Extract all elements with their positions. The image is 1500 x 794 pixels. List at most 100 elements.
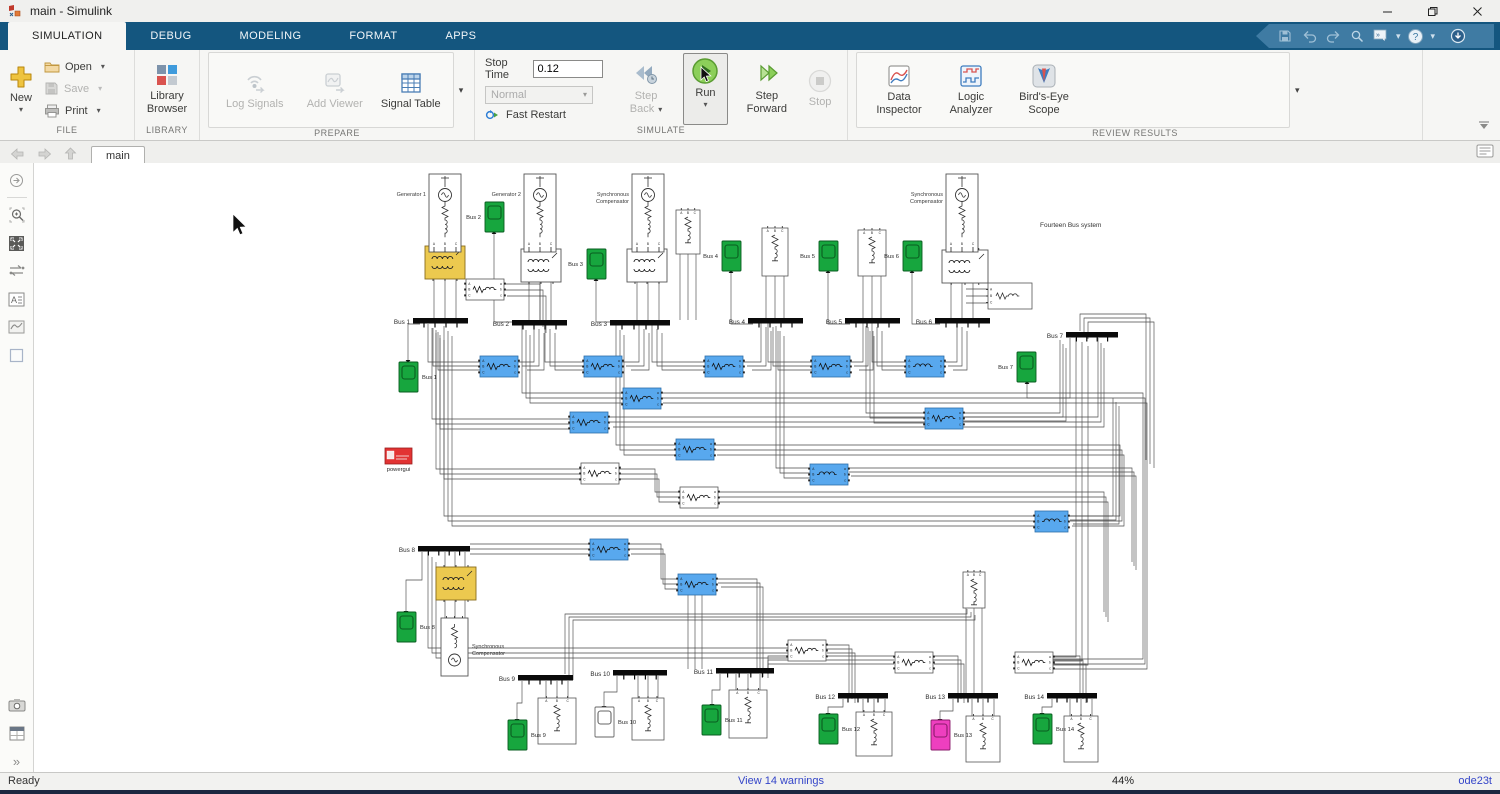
scope-wire[interactable] [827,273,850,325]
nav-up-icon[interactable] [64,147,77,160]
signal-wire[interactable] [824,648,853,699]
expand-sidebar-icon[interactable]: » [12,753,21,769]
signal-wire[interactable] [432,328,486,367]
scope-body[interactable] [484,201,505,233]
scope-bus-9[interactable]: Bus 9 [507,719,546,751]
scope-body[interactable] [586,248,607,280]
stop-button[interactable]: Stop [797,65,843,112]
open-button[interactable]: Open [44,57,105,77]
signal-wire[interactable] [615,468,681,493]
bus-bar-bus-7[interactable]: Bus 7 [1047,332,1118,342]
bus-bar-rect[interactable] [845,318,900,324]
transformer-block[interactable] [626,247,668,284]
signal-wire[interactable] [661,397,1146,665]
birdseye-scope-button[interactable]: Bird's-Eye Scope [1007,60,1081,120]
load-body[interactable] [965,715,1001,763]
signal-wire[interactable] [656,329,711,367]
signal-wire[interactable] [564,609,968,674]
signal-wire[interactable] [447,331,1040,522]
signal-wire[interactable] [621,325,640,363]
transformer-block[interactable] [435,565,477,602]
scope-wire[interactable] [939,699,954,719]
signal-wire[interactable] [572,615,976,680]
signal-wire[interactable] [772,327,818,367]
signal-wire[interactable] [721,586,764,677]
scope-body[interactable] [930,719,951,751]
signal-wire[interactable] [783,336,819,479]
signal-wire[interactable] [943,323,958,363]
powergui-block[interactable]: powergui [384,447,413,473]
signal-wire[interactable] [631,333,650,371]
signal-wire[interactable] [1054,663,1087,703]
scope-bus-8[interactable]: Bus 8 [396,611,435,643]
bus-bar-rect[interactable] [935,318,990,324]
run-dropdown-arrow[interactable]: ▾ [703,99,708,109]
transformer-block[interactable] [520,247,562,284]
signal-wire[interactable] [717,454,1125,527]
signal-wire[interactable] [427,552,789,649]
signal-wire[interactable] [522,329,540,367]
signal-wire[interactable] [1079,313,1147,460]
run-button[interactable]: Run ▾ [682,52,729,125]
signal-wire[interactable] [443,326,1036,517]
signal-wire[interactable] [851,475,1137,570]
scope-body[interactable] [818,240,839,272]
signal-wire[interactable] [544,325,585,363]
view-warnings-link[interactable]: View 14 warnings [738,775,825,787]
scope-wire[interactable] [407,323,420,360]
add-viewer-button[interactable]: Add Viewer [295,67,375,114]
bus-bar-bus-4[interactable]: Bus 4 [729,318,803,328]
scope-body[interactable] [1032,713,1053,745]
scope-wire[interactable] [827,699,844,713]
restore-button[interactable] [1410,0,1455,22]
load-body[interactable] [987,282,1033,310]
scope-body[interactable] [594,706,615,738]
fit-to-view-icon[interactable] [6,232,28,254]
scope-wire[interactable] [730,273,753,325]
signal-wire[interactable] [1087,321,1155,468]
bus-bar-bus-11[interactable]: Bus 11 [694,668,774,678]
signal-wire[interactable] [747,327,767,367]
bus-bar-rect[interactable] [512,320,567,326]
bus-bar-bus-14[interactable]: Bus 14 [1024,693,1097,703]
scope-body[interactable] [507,719,528,751]
doc-tab-main[interactable]: main [91,146,145,164]
shape-icon[interactable] [6,344,28,366]
signal-wire[interactable] [1073,406,1120,525]
signal-wire[interactable] [431,328,571,420]
qat-save-icon[interactable] [1276,27,1294,45]
bus-bar-rect[interactable] [1066,332,1118,338]
signal-wire[interactable] [435,333,575,425]
signal-wire[interactable] [661,333,716,371]
reroute-lines-icon[interactable] [6,260,28,282]
signal-wire[interactable] [718,582,761,673]
signal-wire[interactable] [871,323,907,363]
scope-bus-1[interactable]: Bus 1 [398,361,437,393]
signal-wire[interactable] [651,325,706,363]
signal-wire[interactable] [504,289,544,327]
signal-wire[interactable] [427,324,481,363]
signal-wire[interactable] [1028,346,1089,666]
bus-bar-bus-6[interactable]: Bus 6 [916,318,990,328]
print-button[interactable]: Print [44,101,105,121]
new-button[interactable]: New ▾ [4,61,38,116]
bus-bar-bus-3[interactable]: Bus 3 [591,320,670,330]
scope-bus-4[interactable]: Bus 4 [703,240,742,272]
log-signals-button[interactable]: Log Signals [215,67,295,114]
step-back-button[interactable]: Step Back [617,59,674,119]
